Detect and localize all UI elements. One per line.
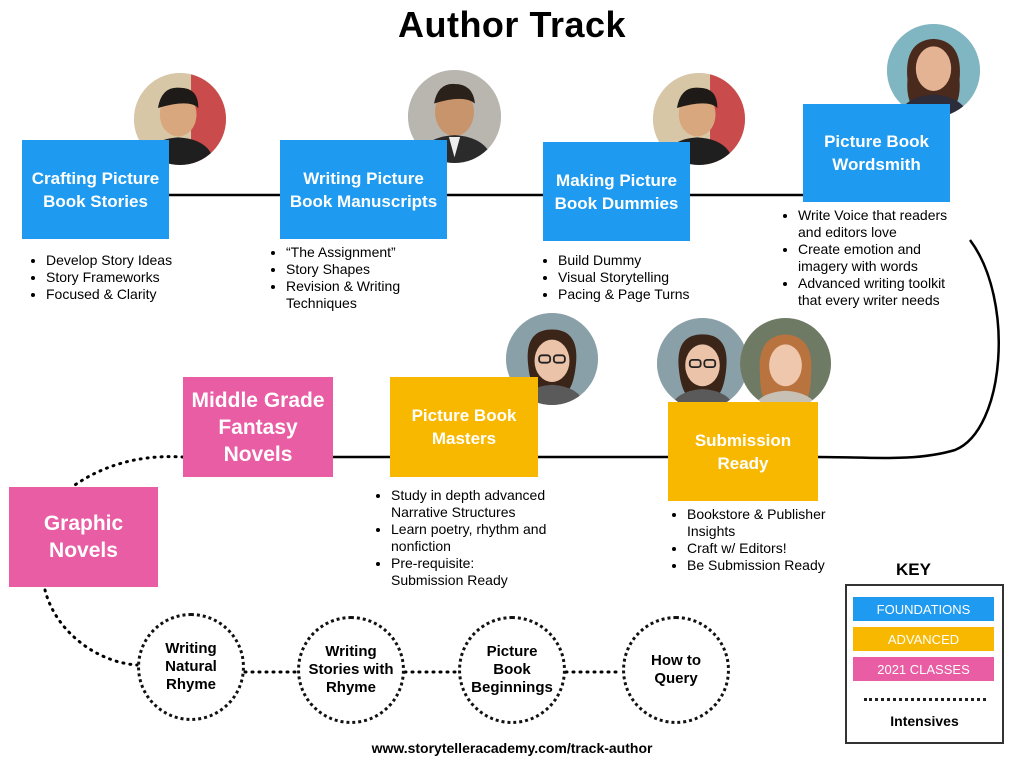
course-label: Crafting Picture Book Stories <box>31 168 160 211</box>
intensive-label: Writing Natural Rhyme <box>165 640 217 693</box>
submission-bullets: Bookstore & Publisher Insights Craft w/ … <box>667 506 887 574</box>
list-item: Bookstore & Publisher Insights <box>687 506 887 540</box>
list-item: Visual Storytelling <box>558 269 758 286</box>
list-item: “The Assignment” <box>286 244 476 261</box>
list-item: Build Dummy <box>558 252 758 269</box>
masters-bullets: Study in depth advanced Narrative Struct… <box>371 487 601 589</box>
legend-foundations: FOUNDATIONS <box>853 597 994 621</box>
list-item: Develop Story Ideas <box>46 252 236 269</box>
course-label: Writing Picture Book Manuscripts <box>289 168 438 211</box>
footer-url[interactable]: www.storytelleracademy.com/track-author <box>371 740 653 756</box>
course-label: Graphic Novels <box>43 512 124 562</box>
intensive-picture-book-beginnings[interactable]: Picture Book Beginnings <box>458 616 566 724</box>
course-label: Picture Book Masters <box>411 406 517 448</box>
course-making-picture-book-dummies[interactable]: Making Picture Book Dummies <box>543 142 690 241</box>
course-crafting-picture-book-stories[interactable]: Crafting Picture Book Stories <box>22 140 169 239</box>
intensive-label: Writing Stories with Rhyme <box>308 643 394 696</box>
dummies-bullets: Build Dummy Visual Storytelling Pacing &… <box>538 252 758 303</box>
wordsmith-bullets: Write Voice that readers and editors lov… <box>778 207 998 309</box>
list-item: Story Frameworks <box>46 269 236 286</box>
intensive-writing-natural-rhyme[interactable]: Writing Natural Rhyme <box>137 613 245 721</box>
course-label: Making Picture Book Dummies <box>554 170 679 213</box>
legend-box <box>845 584 1004 744</box>
course-picture-book-masters[interactable]: Picture Book Masters <box>390 377 538 477</box>
intensive-label: Picture Book Beginnings <box>471 643 553 696</box>
legend-advanced: ADVANCED <box>853 627 994 651</box>
intensive-writing-stories-with-rhyme[interactable]: Writing Stories with Rhyme <box>297 616 405 724</box>
list-item: Pacing & Page Turns <box>558 286 758 303</box>
course-submission-ready[interactable]: Submission Ready <box>668 402 818 501</box>
instructor-photo-submission-2 <box>740 318 831 409</box>
instructor-photo-wordsmith <box>887 24 980 117</box>
list-item: Revision & Writing Techniques <box>286 278 476 312</box>
course-writing-picture-book-manuscripts[interactable]: Writing Picture Book Manuscripts <box>280 140 447 239</box>
crafting-bullets: Develop Story Ideas Story Frameworks Foc… <box>26 252 236 303</box>
intensive-label: How to Query <box>651 652 701 687</box>
course-graphic-novels[interactable]: Graphic Novels <box>9 487 158 587</box>
list-item: Learn poetry, rhythm and nonfiction <box>391 521 601 555</box>
legend-2021-classes: 2021 CLASSES <box>853 657 994 681</box>
course-label: Middle Grade Fantasy Novels <box>191 388 325 466</box>
legend-intensives: Intensives <box>890 713 959 729</box>
list-item: Write Voice that readers and editors lov… <box>798 207 998 241</box>
list-item: Study in depth advanced Narrative Struct… <box>391 487 601 521</box>
list-item: Advanced writing toolkit that every writ… <box>798 275 998 309</box>
key-title: KEY <box>896 560 931 579</box>
list-item: Craft w/ Editors! <box>687 540 887 557</box>
intensive-how-to-query[interactable]: How to Query <box>622 616 730 724</box>
course-picture-book-wordsmith[interactable]: Picture Book Wordsmith <box>803 104 950 202</box>
manuscripts-bullets: “The Assignment” Story Shapes Revision &… <box>266 244 476 312</box>
list-item: Story Shapes <box>286 261 476 278</box>
list-item: Pre-requisite: Submission Ready <box>391 555 601 589</box>
course-label: Picture Book Wordsmith <box>824 132 929 174</box>
course-label: Submission Ready <box>694 430 792 473</box>
legend-dotted-line <box>864 698 986 701</box>
course-middle-grade-fantasy-novels[interactable]: Middle Grade Fantasy Novels <box>183 377 333 477</box>
list-item: Be Submission Ready <box>687 557 887 574</box>
instructor-photo-submission-1 <box>657 318 748 409</box>
list-item: Focused & Clarity <box>46 286 236 303</box>
page-title: Author Track <box>397 4 627 45</box>
list-item: Create emotion and imagery with words <box>798 241 998 275</box>
